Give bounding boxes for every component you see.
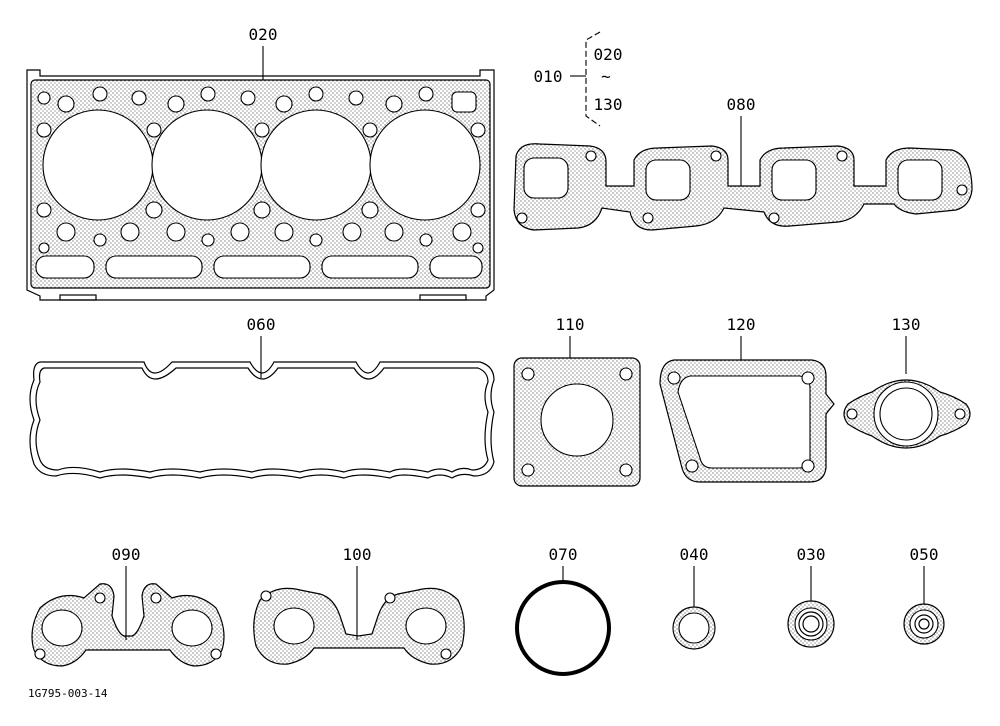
part-label-010: 010 [534, 67, 563, 86]
part-label-120: 120 [727, 315, 756, 334]
part-label-080: 080 [727, 95, 756, 114]
part-label-030: 030 [797, 545, 826, 564]
cover-gasket [659, 359, 835, 483]
part-label-070: 070 [549, 545, 578, 564]
part-label-060: 060 [247, 315, 276, 334]
intake-manifold-gasket-2 [253, 587, 465, 665]
part-label-020: 020 [249, 25, 278, 44]
cylinder-head-gasket [26, 69, 495, 301]
part-label-090: 090 [112, 545, 141, 564]
part-label-130: 130 [892, 315, 921, 334]
sealing-washer [903, 603, 945, 645]
intake-manifold-gasket [31, 583, 225, 667]
square-flange-gasket [513, 357, 641, 487]
exhaust-manifold-gasket [513, 143, 973, 231]
o-ring [515, 580, 611, 676]
rocker-cover-gasket [29, 361, 495, 479]
valve-stem-seal [787, 600, 835, 648]
seal-ring [672, 606, 716, 650]
part-label-050: 050 [910, 545, 939, 564]
part-label-100: 100 [343, 545, 372, 564]
part-label-110: 110 [556, 315, 585, 334]
part-label-040: 040 [680, 545, 709, 564]
kit-range-tilde: ~ [601, 67, 611, 86]
kit-range-end: 130 [594, 95, 623, 114]
kit-range-start: 020 [594, 45, 623, 64]
drawing-code: 1G795-003-14 [28, 687, 108, 700]
thermostat-gasket [843, 379, 971, 449]
kit-bracket-010 [570, 31, 601, 127]
